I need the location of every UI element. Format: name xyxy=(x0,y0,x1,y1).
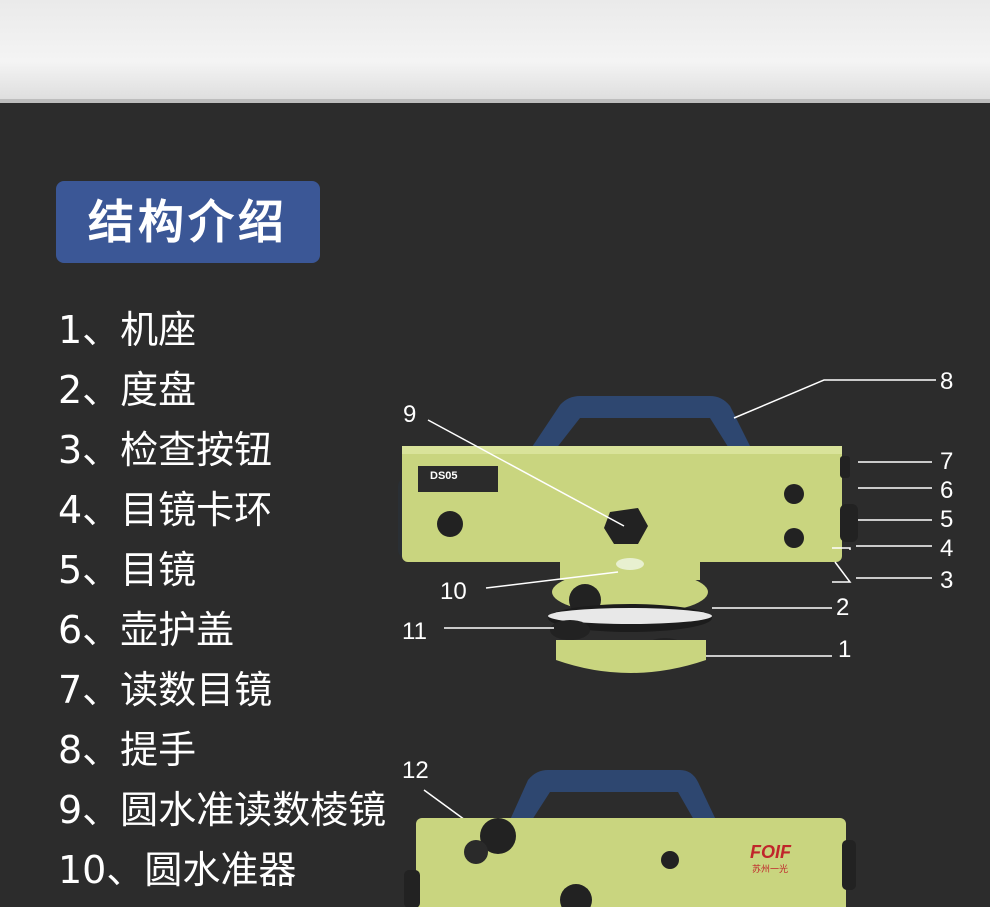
list-item: 3、检查按钮 xyxy=(58,428,273,472)
level-instrument-side-view: FOIF 苏州一光 xyxy=(404,770,856,907)
callout-3: 3 xyxy=(940,567,954,594)
brand-logo-text: FOIF xyxy=(750,842,792,862)
level-instrument-diagram: DS05 xyxy=(398,379,936,907)
callout-9: 9 xyxy=(403,401,417,428)
callout-1: 1 xyxy=(838,636,852,663)
list-item: 10、圆水准器 xyxy=(58,848,297,892)
callout-12: 12 xyxy=(402,757,429,784)
list-item: 4、目镜卡环 xyxy=(58,488,273,532)
list-item: 8、提手 xyxy=(58,728,197,772)
callout-7: 7 xyxy=(940,448,954,475)
model-plate-text: DS05 xyxy=(430,470,458,482)
callout-6: 6 xyxy=(940,477,954,504)
brand-sub-text: 苏州一光 xyxy=(752,863,788,875)
list-item: 6、壶护盖 xyxy=(58,608,235,652)
section-title: 结构介绍 xyxy=(56,181,320,263)
list-item: 9、圆水准读数棱镜 xyxy=(58,788,387,832)
list-item: 2、度盘 xyxy=(58,368,197,412)
list-item: 5、目镜 xyxy=(58,548,197,592)
callout-10: 10 xyxy=(440,578,467,605)
level-instrument-front-view: DS05 xyxy=(398,396,858,673)
callout-2: 2 xyxy=(836,594,850,621)
callout-11: 11 xyxy=(402,618,427,645)
callout-5: 5 xyxy=(940,506,954,533)
top-banner-image xyxy=(0,0,990,103)
parts-list: 1、机座 2、度盘 3、检查按钮 4、目镜卡环 5、目镜 6、壶护盖 7、读数目… xyxy=(58,300,386,900)
callout-8: 8 xyxy=(940,368,954,395)
callout-4: 4 xyxy=(940,535,954,562)
list-item: 1、机座 xyxy=(58,308,197,352)
list-item: 7、读数目镜 xyxy=(58,668,273,712)
